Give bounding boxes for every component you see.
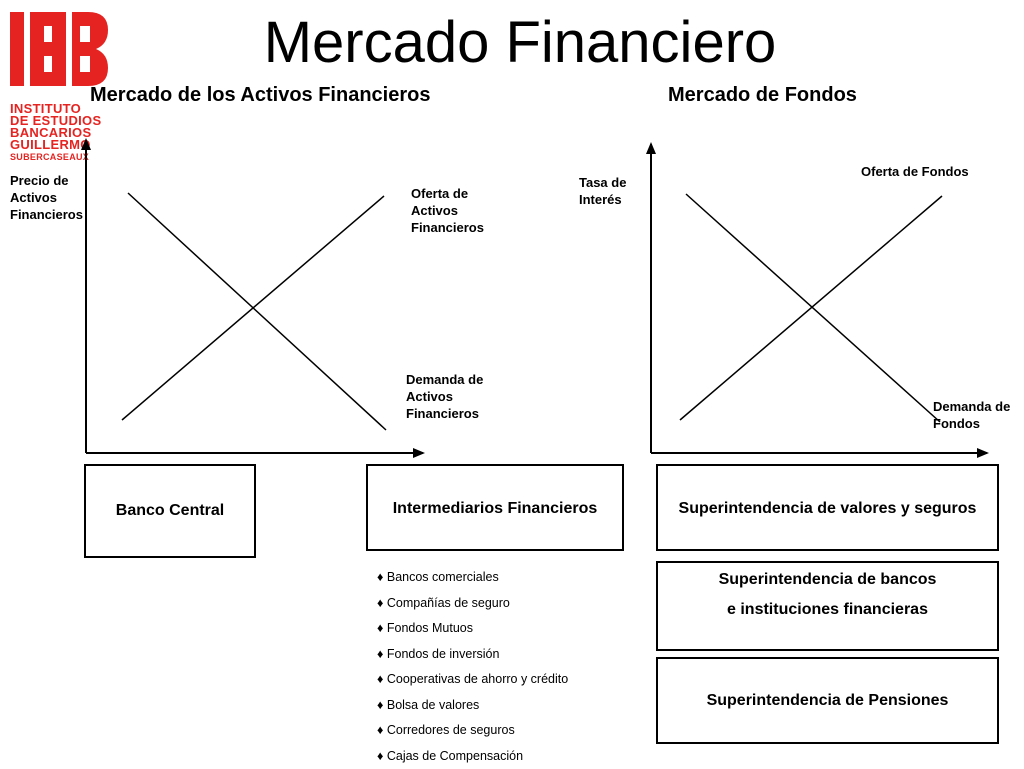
left-demand-label: Demanda de Activos Financieros — [406, 371, 483, 422]
sup-bancos-box: Superintendencia de bancos e institucion… — [656, 561, 999, 651]
intermediarios-list: ♦ Bancos comerciales ♦ Compañías de segu… — [377, 565, 568, 769]
intermediarios-box: Intermediarios Financieros — [366, 464, 624, 551]
left-y-axis-label: Precio de Activos Financieros — [10, 172, 83, 223]
sup-bancos-line: Superintendencia de bancos — [658, 565, 997, 595]
right-supply-label: Oferta de Fondos — [861, 163, 969, 180]
list-item: ♦ Fondos de inversión — [377, 642, 568, 668]
list-item: ♦ Cajas de Compensación — [377, 744, 568, 769]
right-demand-label: Demanda de Fondos — [933, 398, 1010, 432]
sup-bancos-line: e instituciones financieras — [658, 595, 997, 625]
list-item: ♦ Compañías de seguro — [377, 591, 568, 617]
banco-central-box: Banco Central — [84, 464, 256, 558]
list-item: ♦ Bolsa de valores — [377, 693, 568, 719]
sup-valores-box: Superintendencia de valores y seguros — [656, 464, 999, 551]
list-item: ♦ Cooperativas de ahorro y crédito — [377, 667, 568, 693]
left-supply-line — [122, 196, 384, 420]
right-supply-line — [680, 196, 942, 420]
list-item: ♦ Bancos comerciales — [377, 565, 568, 591]
list-item: ♦ Corredores de seguros — [377, 718, 568, 744]
right-y-axis-label: Tasa de Interés — [579, 174, 626, 208]
left-demand-line — [128, 193, 386, 430]
right-demand-line — [686, 194, 940, 422]
sup-pensiones-box: Superintendencia de Pensiones — [656, 657, 999, 744]
list-item: ♦ Fondos Mutuos — [377, 616, 568, 642]
left-supply-label: Oferta de Activos Financieros — [411, 185, 484, 236]
